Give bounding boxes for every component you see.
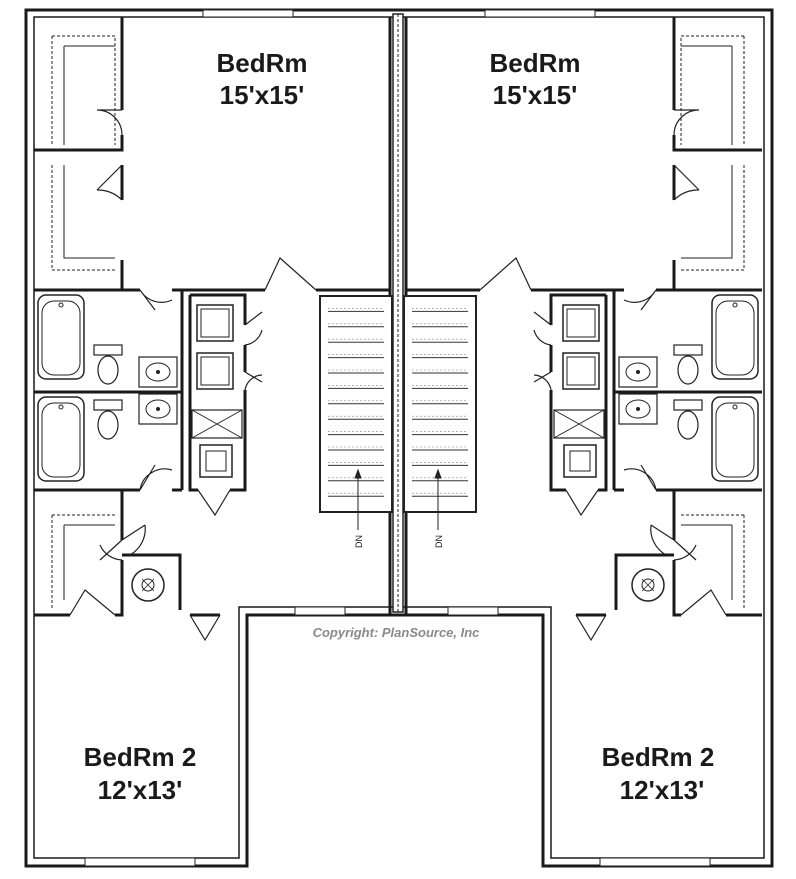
toilet-icon (93, 399, 123, 440)
room-name-right-bedroom-1: BedRm (489, 48, 580, 78)
toilet-icon (673, 344, 703, 385)
sink-icon (138, 393, 178, 425)
hvac-closet (191, 409, 243, 478)
dryer-icon (562, 304, 600, 342)
dryer-icon (196, 304, 234, 342)
room-size-left-bedroom-1: 15'x15' (220, 80, 305, 110)
right-stair (403, 295, 477, 513)
left-stair (319, 295, 393, 513)
party-wall (392, 13, 404, 613)
bathtub-icon (711, 396, 759, 482)
right-doors (479, 109, 727, 642)
stair-arrows (354, 468, 442, 530)
toilet-icon (673, 399, 703, 440)
hvac-closet (553, 409, 605, 478)
room-name-left-bedroom-1: BedRm (216, 48, 307, 78)
room-size-right-bedroom-1: 15'x15' (493, 80, 578, 110)
sink-icon (618, 393, 658, 425)
bathtub-icon (37, 294, 85, 380)
room-size-left-bedroom-2: 12'x13' (98, 775, 183, 805)
sink-icon (618, 356, 658, 388)
copyright-text: Copyright: PlanSource, Inc (313, 625, 481, 640)
toilet-icon (93, 344, 123, 385)
water-heater-icon (131, 568, 165, 602)
room-name-left-bedroom-2: BedRm 2 (84, 742, 197, 772)
stair-dn-label-right: DN (434, 535, 444, 548)
left-doors (69, 109, 317, 642)
bathtub-icon (711, 294, 759, 380)
right-fixtures (553, 294, 759, 602)
windows (84, 9, 711, 867)
washer-icon (196, 352, 234, 390)
right-closets (680, 35, 745, 610)
bathtub-icon (37, 396, 85, 482)
sink-icon (138, 356, 178, 388)
room-size-right-bedroom-2: 12'x13' (620, 775, 705, 805)
washer-icon (562, 352, 600, 390)
left-fixtures (37, 294, 243, 602)
water-heater-icon (631, 568, 665, 602)
left-closets (51, 35, 116, 610)
stair-dn-label-left: DN (354, 535, 364, 548)
room-name-right-bedroom-2: BedRm 2 (602, 742, 715, 772)
